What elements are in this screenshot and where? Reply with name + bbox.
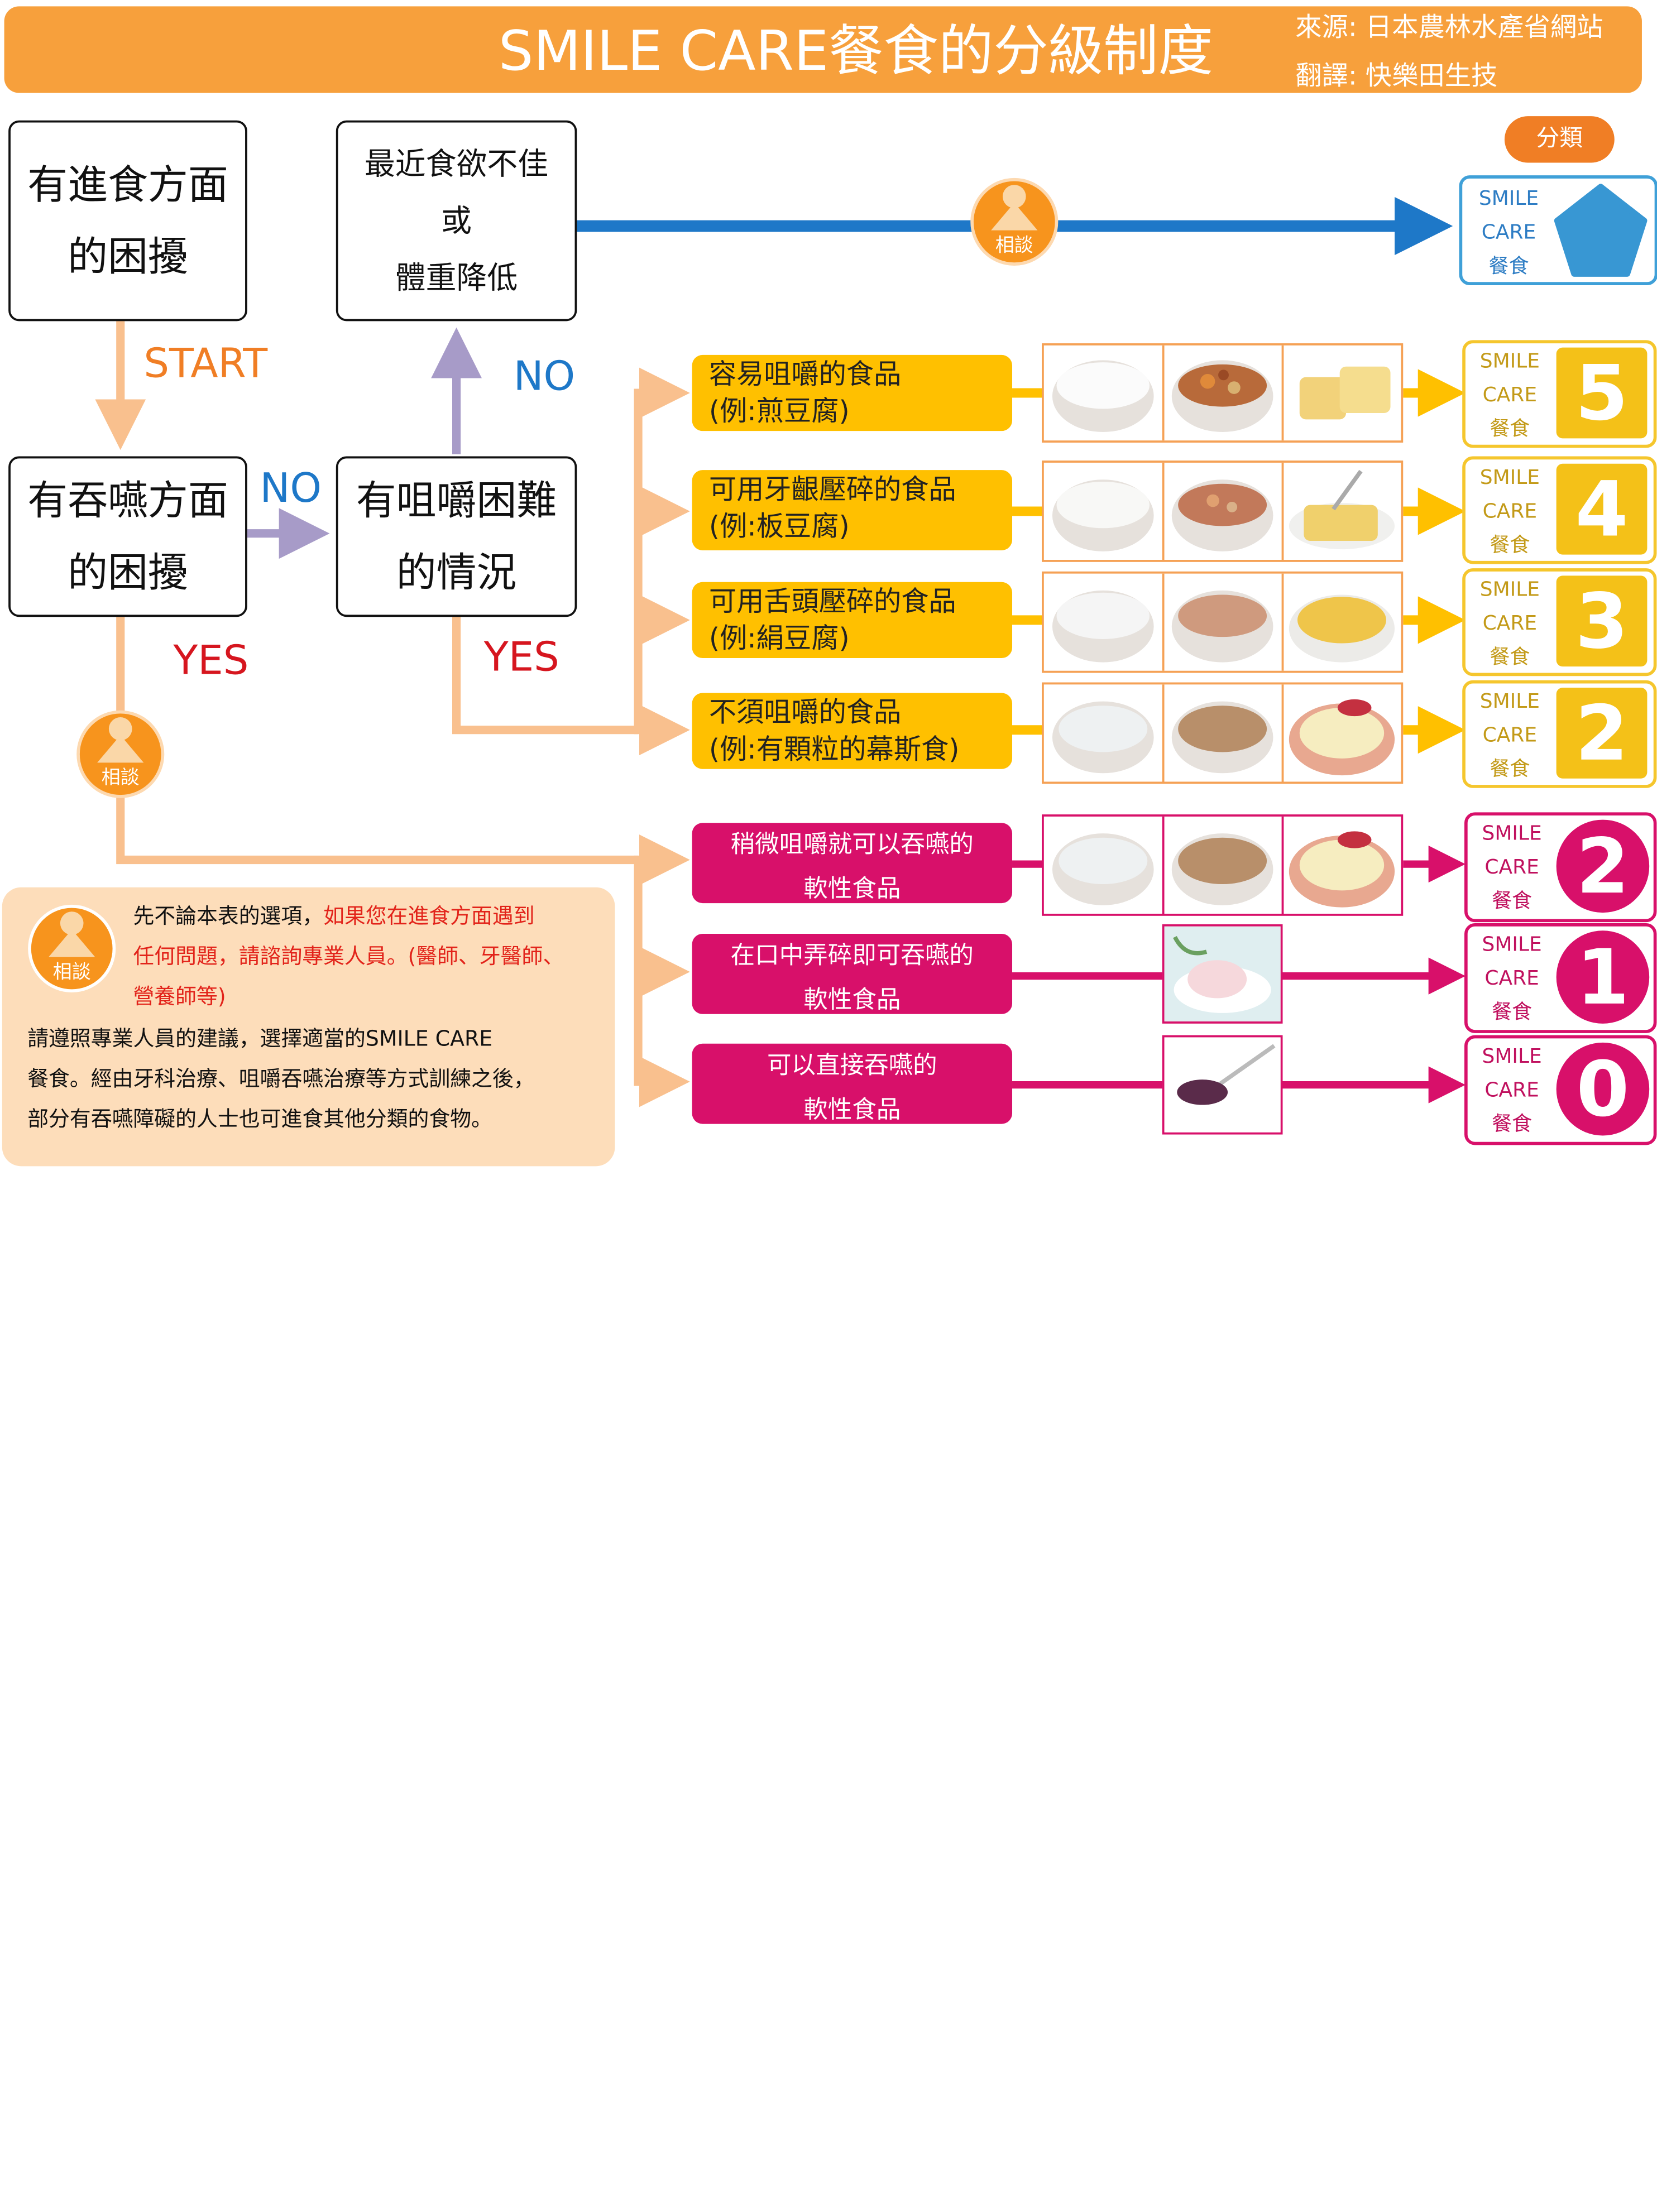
note-warning: 如果您在進食方面遇到 [323,903,535,929]
page-title: SMILE CARE餐食的分級制度 [498,20,1214,84]
level-box-4: 可用牙齦壓碎的食品 (例:板豆腐) [692,470,1013,550]
level-box-1: 在口中弄碎即可吞嚥的 軟性食品 [692,933,1013,1014]
box-swallow-trouble: 有吞嚥方面 的困擾 [8,456,247,617]
pentagon-icon [1554,184,1648,277]
note-box: 相談 先不論本表的選項，如果您在進食方面遇到 任何問題，請諮詢專業人員。(醫師、… [2,887,615,1167]
no-label-swallow: NO [260,464,322,511]
level-box-5: 容易咀嚼的食品 (例:煎豆腐) [692,354,1013,431]
food-photo-row-5 [1042,343,1404,443]
food-photo-row-2-chew [1042,682,1404,784]
note-warning: 任何問題，請諮詢專業人員。(醫師、牙醫師、 [133,943,564,969]
box-chew-trouble: 有咀嚼困難 的情況 [336,456,577,617]
badge-yellow-3: SMILE CARE 餐食 3 [1462,568,1657,676]
food-photo-row-3 [1042,571,1404,673]
no-label-chew: NO [513,353,576,400]
start-label: START [143,340,268,387]
consult-person-icon: 相談 [27,904,116,993]
level-box-0: 可以直接吞嚥的 軟性食品 [692,1043,1013,1124]
note-text: 部分有吞嚥障礙的人士也可進食其他分類的食物。 [27,1106,492,1131]
category-heading: 分類 [1504,116,1615,163]
yes-label-chew: YES [483,634,559,680]
food-photo-row-0 [1162,1035,1283,1135]
consult-person-icon: 相談 [970,177,1059,266]
food-photo-row-1 [1162,924,1283,1024]
consult-person-icon: 相談 [76,710,165,799]
badge-magenta-1: SMILE CARE 餐食 1 [1464,923,1657,1033]
food-photo-row-2-swallow [1042,814,1404,916]
badge-smile-care-blue: SMILE CARE 餐食 [1459,175,1657,285]
badge-magenta-2: SMILE CARE 餐食 2 [1464,812,1657,923]
badge-yellow-4: SMILE CARE 餐食 4 [1462,456,1657,564]
box-eating-trouble: 有進食方面 的困擾 [8,120,247,322]
yes-label-swallow: YES [173,637,249,684]
yes-path-swallow [116,616,639,865]
level-box-2-chew: 不須咀嚼的食品 (例:有顆粒的幕斯食) [692,693,1013,769]
note-warning: 營養師等) [133,983,226,1009]
badge-yellow-2: SMILE CARE 餐食 2 [1462,680,1657,788]
note-text: 請遵照專業人員的建議，選擇適當的SMILE CARE [27,1025,493,1052]
level-box-2-swallow: 稍微咀嚼就可以吞嚥的 軟性食品 [692,823,1013,904]
note-text: 餐食。經由牙科治療、咀嚼吞嚥治療等方式訓練之後， [27,1066,535,1091]
level-box-3: 可用舌頭壓碎的食品 (例:絹豆腐) [692,582,1013,659]
badge-yellow-5: SMILE CARE 餐食 5 [1462,340,1657,448]
translation-text: 翻譯: 快樂田生技 [1295,60,1498,91]
header-bar [4,6,1642,93]
source-text: 來源: 日本農林水產省網站 [1295,11,1603,42]
badge-magenta-0: SMILE CARE 餐食 0 [1464,1035,1657,1145]
food-photo-row-4 [1042,460,1404,562]
note-text: 先不論本表的選項， [133,903,324,929]
box-appetite: 最近食欲不佳 或 體重降低 [336,120,577,322]
yes-path-chew [452,616,639,735]
